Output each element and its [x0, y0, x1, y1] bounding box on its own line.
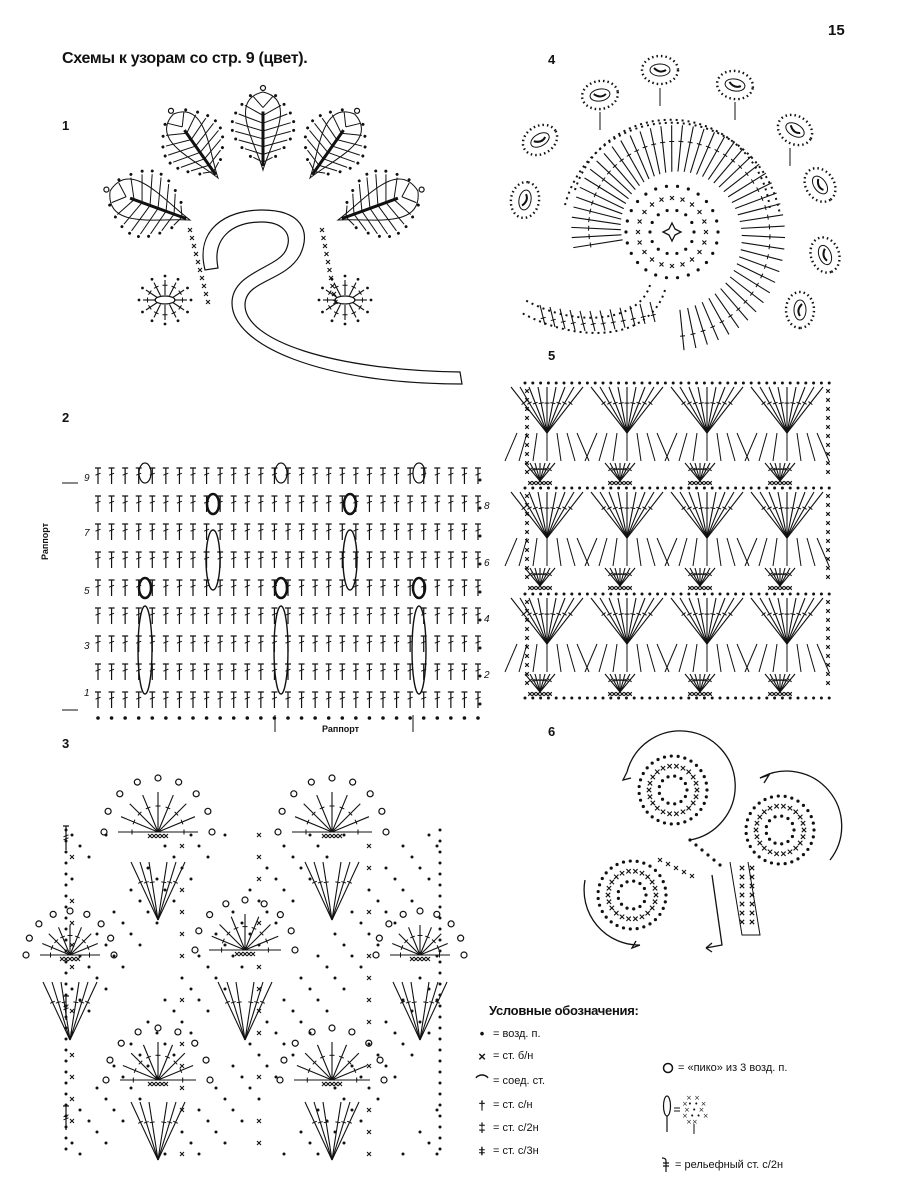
treble-crochet-icon: ‡ — [478, 1120, 486, 1135]
page-title: Схемы к узорам со стр. 9 (цвет). — [62, 50, 308, 67]
page-number: 15 — [828, 22, 845, 39]
diagram-5-label: 5 — [548, 348, 556, 363]
row-label-3: 3 — [84, 641, 90, 652]
row-label-4: 4 — [484, 614, 490, 625]
legend-bobble: × ××• • ×× • ×× • • ××× — [662, 1092, 722, 1134]
svg-text:×• • ×: ×• • × — [682, 1100, 706, 1108]
row-label-2: 2 — [484, 670, 490, 681]
legend-text: = возд. п. — [493, 1027, 541, 1040]
legend-text: = ст. с/3н — [493, 1144, 539, 1157]
diagram-4-label: 4 — [548, 52, 556, 67]
svg-text:× ×: × × — [686, 1094, 700, 1102]
legend-item: • = возд. п. — [475, 1026, 545, 1041]
picot-icon — [662, 1062, 674, 1074]
row-label-7: 7 — [84, 528, 90, 539]
double-treble-icon: ⧧ — [478, 1142, 486, 1158]
svg-text:× • • ×: × • • × — [682, 1112, 709, 1120]
row-label-6: 6 — [484, 558, 490, 569]
svg-text:××: ×× — [686, 1118, 698, 1126]
legend-text: = ст. с/2н — [493, 1121, 539, 1134]
diagram-2-label: 2 — [62, 410, 70, 425]
row-label-5: 5 — [84, 586, 90, 597]
legend-item: × = ст. б/н — [475, 1049, 545, 1064]
svg-text:× • ×: × • × — [684, 1106, 704, 1114]
legend-text: = рельефный ст. с/2н — [675, 1159, 784, 1171]
legend-item: ⧧ = ст. с/3н — [475, 1143, 545, 1159]
diagram-1-label: 1 — [62, 118, 70, 133]
slip-stitch-icon: ⌒ — [475, 1074, 489, 1089]
chain-stitch-icon: • — [479, 1026, 485, 1041]
diagram-6-label: 6 — [548, 724, 556, 739]
legend-text: = «пико» из 3 возд. п. — [678, 1062, 788, 1074]
legend-relief: = рельефный ст. с/2н — [659, 1156, 783, 1174]
row-label-8: 8 — [484, 501, 490, 512]
legend-title: Условные обозначения: — [489, 1003, 639, 1018]
rapport-horizontal-label: Раппорт — [322, 724, 360, 734]
relief-stitch-icon — [661, 1157, 669, 1172]
double-crochet-icon: † — [478, 1097, 486, 1113]
legend-item: ⌒ = соед. ст. — [475, 1071, 545, 1090]
diagram-3-label: 3 — [62, 736, 70, 751]
row-label-9: 9 — [84, 473, 90, 484]
legend-text: = ст. б/н — [493, 1050, 534, 1062]
single-crochet-icon: × — [478, 1048, 486, 1064]
legend-text: = ст. с/н — [493, 1099, 533, 1111]
row-label-1: 1 — [84, 688, 90, 699]
legend-text: = соед. ст. — [493, 1074, 546, 1087]
legend-item: † = ст. с/н — [475, 1098, 545, 1113]
legend-list: • = возд. п. × = ст. б/н ⌒ = соед. ст. † = с… — [475, 1026, 545, 1159]
legend-item: ‡ = ст. с/2н — [475, 1120, 545, 1135]
bobble-symbol-icon: × ××• • ×× • ×× • • ××× — [662, 1094, 709, 1134]
legend-picot: = «пико» из 3 возд. п. — [662, 1062, 787, 1074]
